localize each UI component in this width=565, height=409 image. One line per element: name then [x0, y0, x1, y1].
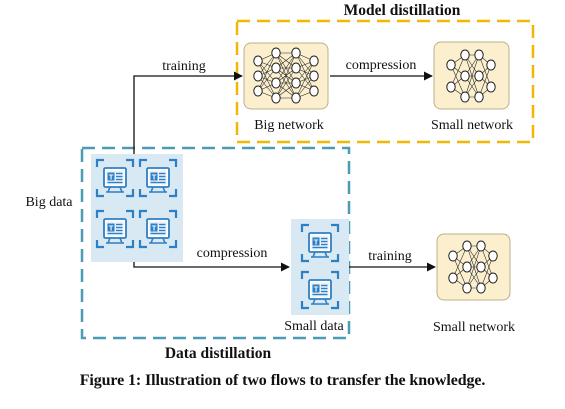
big-data-tile [91, 154, 183, 262]
compression-arrow-bottom [133, 262, 290, 272]
big-network [243, 42, 329, 110]
training-top-label: training [162, 59, 206, 74]
big-data-label: Big data [25, 195, 73, 210]
small-network-top-label: Small network [431, 118, 513, 133]
figure-caption: Figure 1: Illustration of two flows to t… [79, 372, 486, 389]
training-arrow-top [133, 71, 243, 154]
compression-bottom-label: compression [197, 246, 268, 261]
big-network-label: Big network [254, 118, 324, 133]
small-data-label: Small data [284, 319, 344, 334]
model-distillation-box [235, 19, 535, 144]
training-bottom-label: training [368, 249, 412, 264]
data-distillation-title: Data distillation [165, 345, 272, 362]
compression-top-label: compression [346, 58, 417, 73]
small-data-tile [291, 219, 349, 315]
small-network-top [433, 41, 510, 110]
small-network-bottom-label: Small network [433, 320, 515, 335]
small-network-top-box [433, 41, 510, 110]
model-distillation-title: Model distillation [344, 2, 461, 19]
small-network-bottom [436, 233, 511, 301]
